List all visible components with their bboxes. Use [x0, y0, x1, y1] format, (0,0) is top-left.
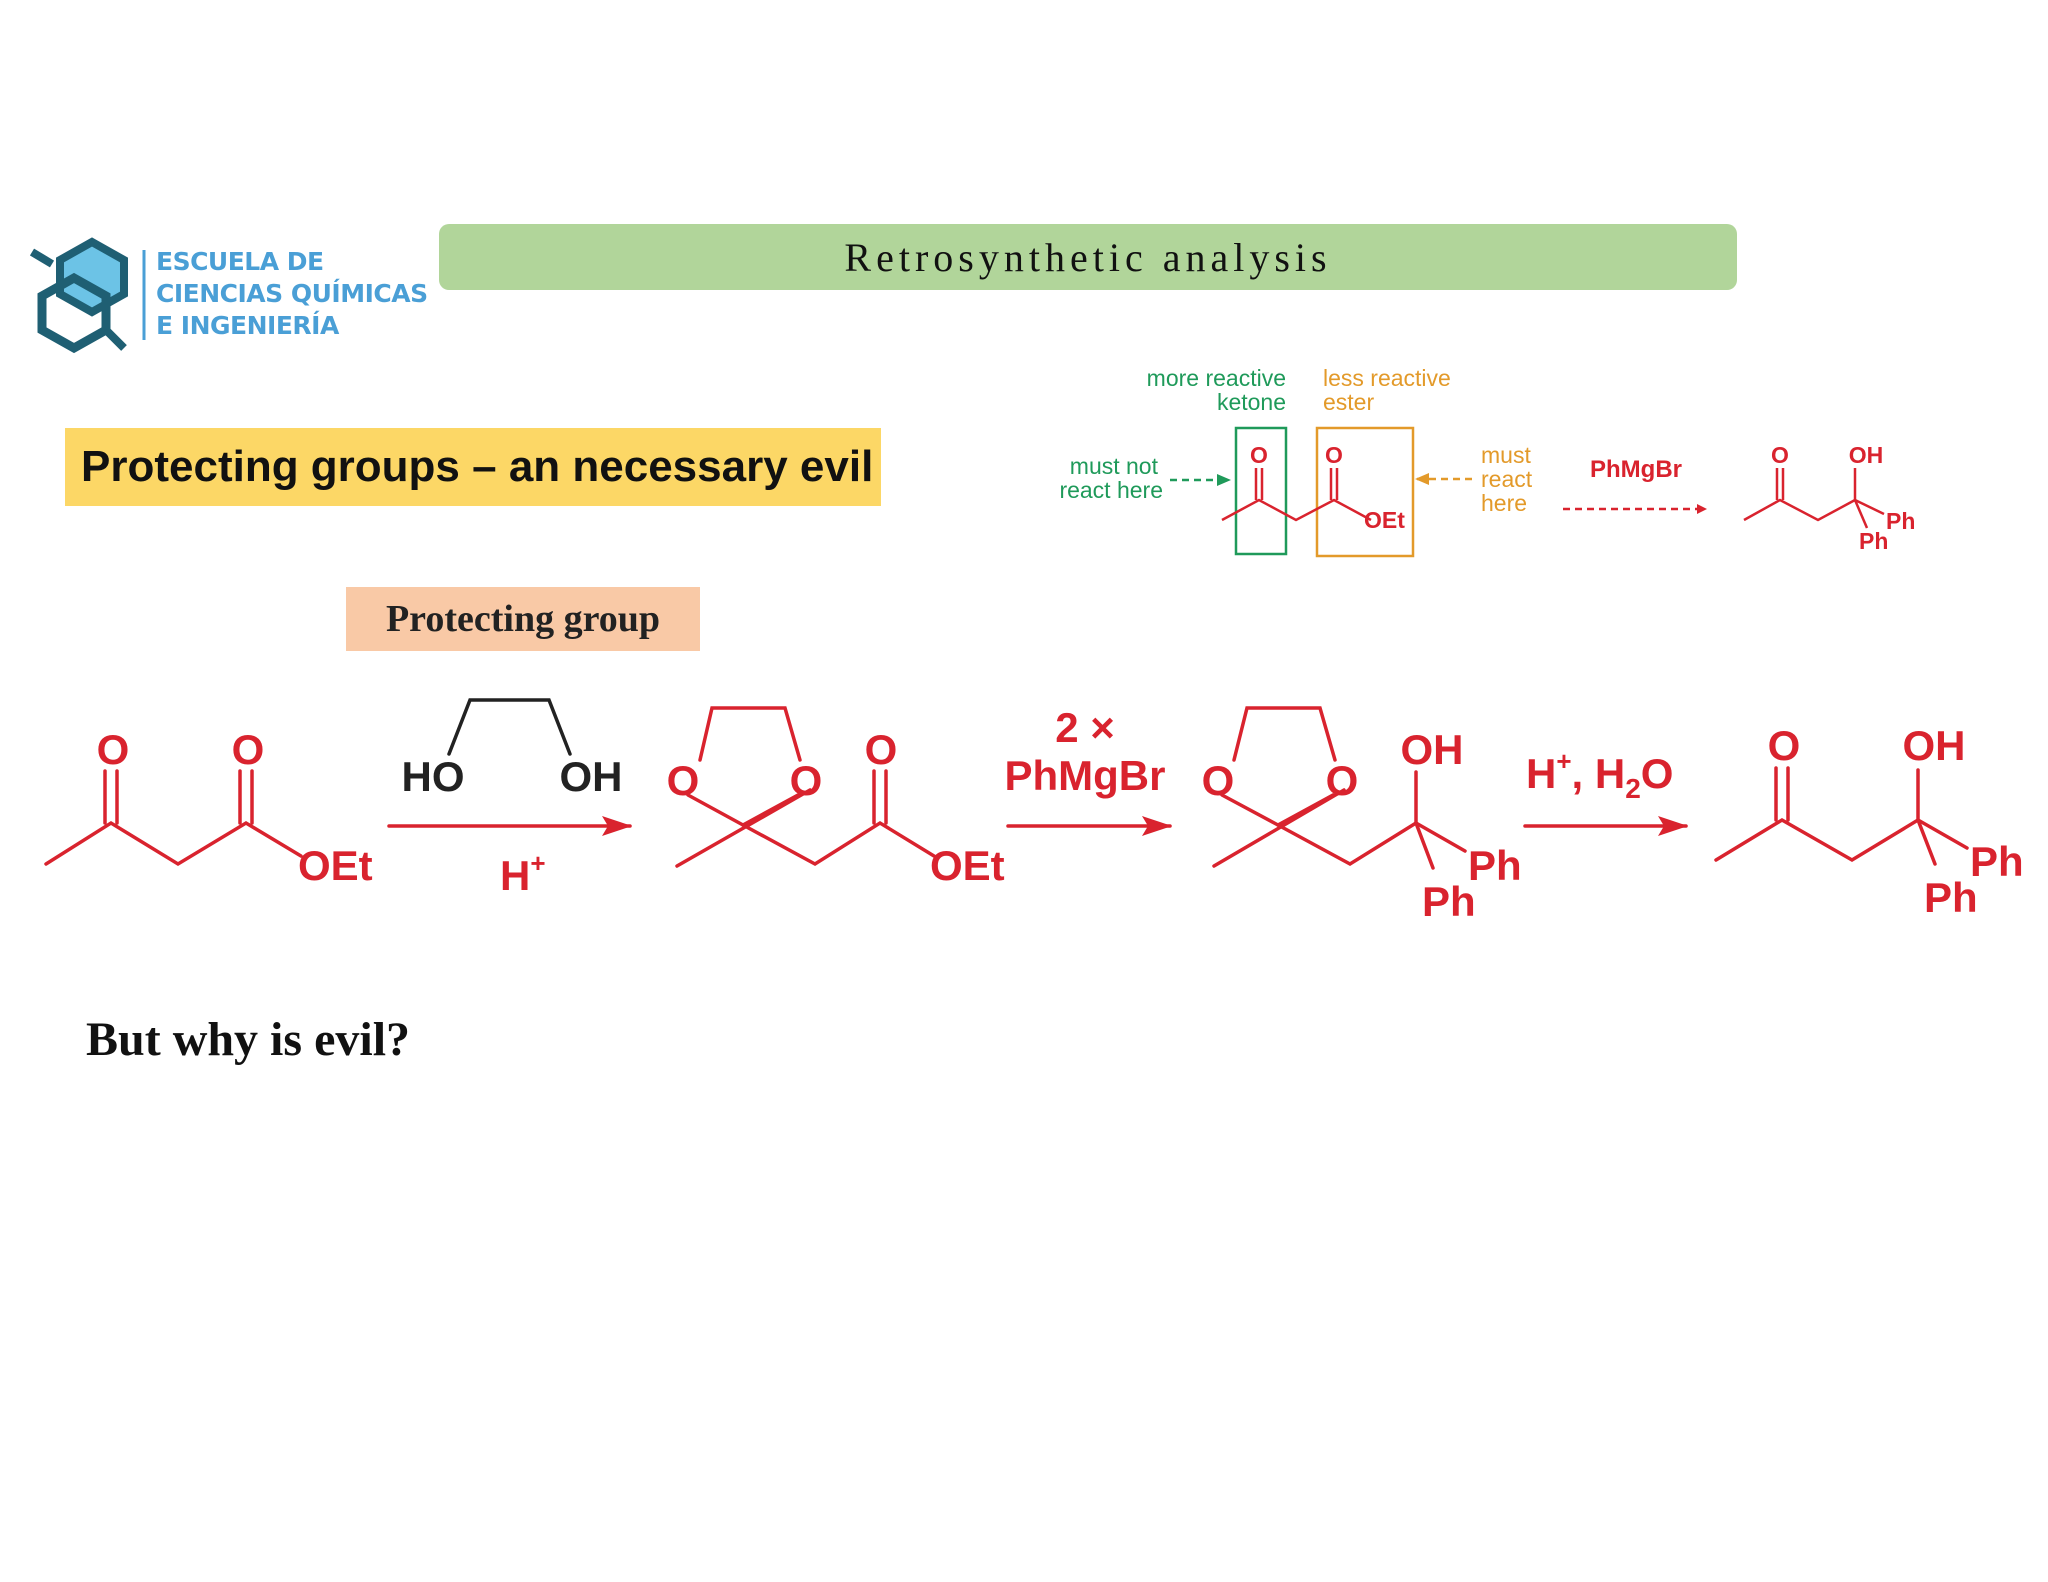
school-logo: ESCUELA DE CIENCIAS QUÍMICAS E INGENIERÍ… — [30, 236, 428, 356]
less-reactive-label: less reactive — [1323, 365, 1451, 391]
slide-title: Retrosynthetic analysis — [844, 234, 1332, 280]
logo-text-line2: CIENCIAS QUÍMICAS — [156, 279, 428, 308]
step1-reagents: HO OH H+ — [387, 698, 632, 899]
sm-ketone-o: O — [97, 726, 130, 773]
ester-label: ester — [1323, 389, 1374, 415]
hexagon-logo-icon — [30, 237, 146, 354]
must-label: must — [1481, 442, 1531, 468]
react-label: react — [1481, 466, 1533, 492]
here-label: here — [1481, 490, 1527, 516]
title-bar: Retrosynthetic analysis — [439, 224, 1737, 290]
small-o-ester: O — [1325, 442, 1343, 468]
small-prod-ph2: Ph — [1859, 528, 1888, 554]
step3-reagents-text: H+, H2O — [1526, 746, 1673, 804]
react-here-label: react here — [1059, 477, 1163, 503]
ketal-oet: OEt — [930, 842, 1005, 889]
step3-reagents: H+, H2O — [1523, 746, 1688, 836]
question-text: But why is evil? — [86, 1013, 411, 1066]
int-ph2: Ph — [1422, 878, 1476, 925]
ketal-alcohol: O O OH Ph Ph — [1202, 706, 1522, 925]
step2-count: 2 × — [1055, 704, 1115, 751]
step2-reagent: PhMgBr — [1005, 752, 1166, 799]
prod-o: O — [1768, 722, 1801, 769]
diol-ho: HO — [402, 753, 465, 800]
ketal-o2: O — [790, 757, 823, 804]
section-heading-box: Protecting groups – an necessary evil — [65, 428, 881, 506]
small-reagent: PhMgBr — [1590, 456, 1682, 483]
step2-reagents: 2 × PhMgBr — [1005, 704, 1172, 836]
small-prod-oh: OH — [1849, 442, 1884, 468]
ketal-ester-o: O — [865, 726, 898, 773]
logo-text-line1: ESCUELA DE — [156, 247, 324, 276]
int-oh: OH — [1401, 726, 1464, 773]
ketone-box — [1234, 426, 1288, 556]
step1-catalyst: H+ — [500, 848, 546, 899]
diol-oh: OH — [560, 753, 623, 800]
int-o2: O — [1326, 757, 1359, 804]
small-o-ketone: O — [1250, 442, 1268, 468]
protecting-group-label-box: Protecting group — [346, 587, 700, 651]
small-prod-o: O — [1771, 442, 1789, 468]
int-o1: O — [1202, 757, 1235, 804]
sm-oet: OEt — [298, 842, 373, 889]
ester-box — [1315, 426, 1415, 558]
protecting-group-label: Protecting group — [385, 598, 661, 640]
small-oet: OEt — [1364, 507, 1405, 533]
main-scheme: O O OEt HO OH H+ O O O OEt 2 — [44, 698, 2024, 925]
small-prod-ph1: Ph — [1886, 508, 1915, 534]
ketone-label: ketone — [1217, 389, 1286, 415]
final-product: O OH Ph Ph — [1714, 722, 2024, 921]
int-ph1: Ph — [1468, 842, 1522, 889]
must-not-label: must not — [1070, 453, 1159, 479]
starting-material: O O OEt — [44, 726, 373, 889]
ketal-o1: O — [667, 757, 700, 804]
logo-text-line3: E INGENIERÍA — [156, 311, 339, 340]
sm-ester-o: O — [232, 726, 265, 773]
small-scheme: more reactive ketone less reactive ester… — [1059, 365, 1915, 558]
section-heading: Protecting groups – an necessary evil — [81, 442, 874, 491]
prod-ph2: Ph — [1924, 874, 1978, 921]
prod-oh: OH — [1903, 722, 1966, 769]
ketal-ester: O O O OEt — [667, 706, 1005, 889]
prod-ph1: Ph — [1970, 838, 2024, 885]
more-reactive-label: more reactive — [1147, 365, 1286, 391]
